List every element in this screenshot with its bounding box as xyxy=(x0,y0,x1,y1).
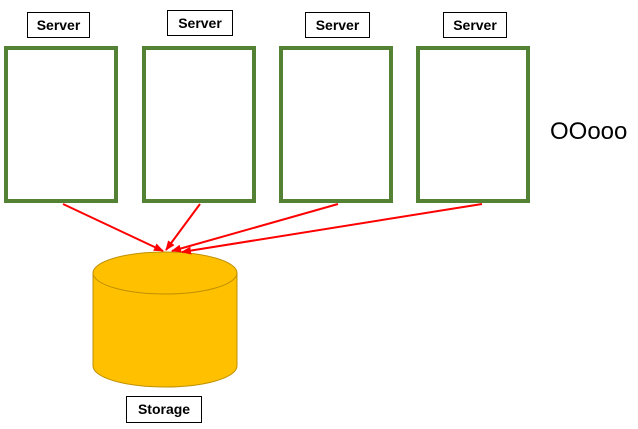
storage-label: Storage xyxy=(126,396,202,423)
arrow-server-2-to-storage xyxy=(165,203,201,251)
storage-cylinder-body xyxy=(92,272,238,388)
server-label-2: Server xyxy=(167,10,233,36)
server-label-4: Server xyxy=(443,12,507,38)
storage-cylinder xyxy=(92,251,238,388)
storage-cylinder-top xyxy=(92,251,238,295)
more-servers-indicator: OOooo xyxy=(550,118,628,145)
server-node-2 xyxy=(142,46,256,203)
arrow-server-1-to-storage xyxy=(62,203,164,252)
arrow-server-3-to-storage xyxy=(171,203,339,253)
arrow-server-4-to-storage xyxy=(181,203,483,255)
server-label-1: Server xyxy=(27,12,90,38)
server-node-3 xyxy=(279,46,393,203)
server-label-3: Server xyxy=(305,12,370,38)
server-node-4 xyxy=(416,46,530,203)
server-node-1 xyxy=(4,46,118,203)
